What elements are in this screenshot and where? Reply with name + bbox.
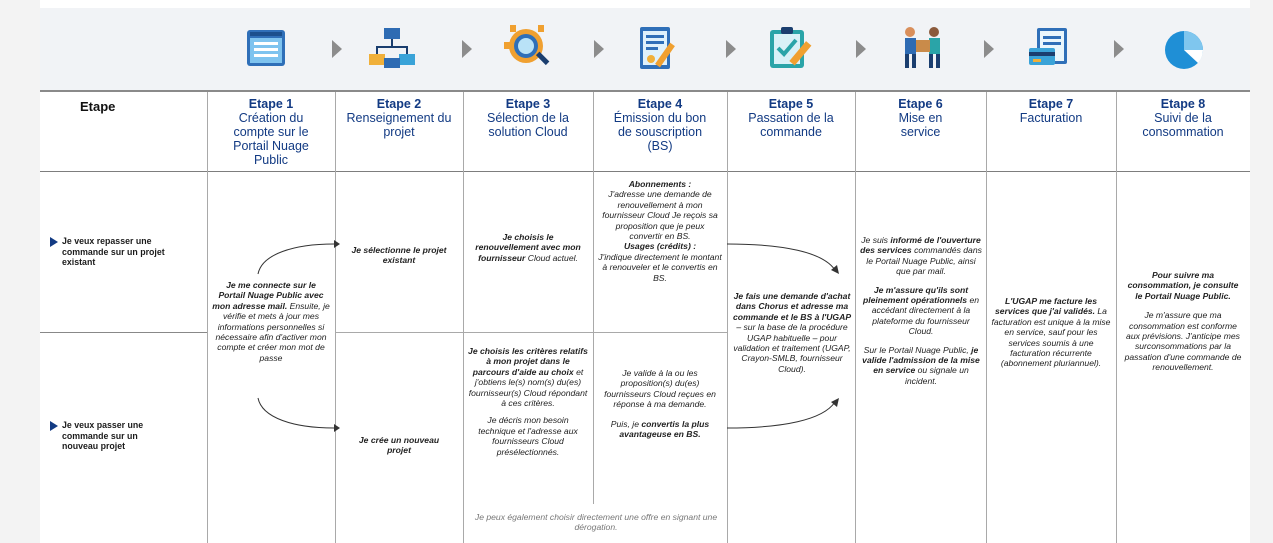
hierarchy-org-chart-icon xyxy=(369,28,415,68)
invoice-card-icon xyxy=(1029,28,1067,65)
row-bullet-icon xyxy=(50,421,58,431)
derogation-footnote: Je peux également choisir directement un… xyxy=(474,512,718,533)
browser-window-icon xyxy=(247,30,285,66)
delivery-person-icon xyxy=(905,27,940,68)
flow-connector-arrows xyxy=(726,243,839,429)
column-divider xyxy=(335,92,336,543)
step-3-header: Etape 3 Sélection de la solution Cloud xyxy=(486,97,569,139)
step-7-text: L'UGAP me facture les services que j'ai … xyxy=(991,296,1111,369)
step-6-header: Etape 6 Mise en service xyxy=(898,97,943,139)
step-2-renew-text: Je sélectionne le projet existant xyxy=(351,245,447,266)
clipboard-pen-icon xyxy=(770,27,812,68)
header-row: Etape Etape 1 Création du compte sur le … xyxy=(40,90,1250,172)
chevron-right-icon xyxy=(984,40,994,58)
column-divider xyxy=(855,92,856,543)
step-1-header: Etape 1 Création du compte sur le Portai… xyxy=(233,97,309,167)
step-5-text: Je fais une demande d'achat dans Chorus … xyxy=(732,291,852,374)
flow-connector-arrows xyxy=(257,240,340,432)
row-divider xyxy=(40,332,207,333)
chevron-right-icon xyxy=(594,40,604,58)
step-8-header: Etape 8 Suivi de la consommation xyxy=(1142,97,1224,139)
signed-document-icon xyxy=(640,27,675,69)
chevron-right-icon xyxy=(726,40,736,58)
etape-label: Etape xyxy=(80,99,116,114)
step-3-renew-text: Je choisis le renouvellement avec mon fo… xyxy=(475,232,581,263)
diagram-canvas: Etape Etape 1 Création du compte sur le … xyxy=(40,0,1250,543)
step-8-text: Pour suivre ma consommation, je consulte… xyxy=(1124,270,1242,373)
row-label-new: Je veux passer une commande sur un nouve… xyxy=(62,420,144,451)
column-divider xyxy=(986,92,987,543)
row-bullet-icon xyxy=(50,237,58,247)
step-4-new-text: Je valide à la ou les proposition(s) du(… xyxy=(604,368,716,440)
step-3-new-text: Je choisis les critères relatifs à mon p… xyxy=(468,346,588,457)
step-5-header: Etape 5 Passation de la commande xyxy=(748,97,834,139)
column-divider xyxy=(593,92,594,504)
step-6-text: Je suis informé de l'ouverture des servi… xyxy=(860,235,982,386)
icon-band xyxy=(40,8,1250,90)
step-4-renew-text: Abonnements : J'adresse une demande de r… xyxy=(598,179,722,283)
chevron-right-icon xyxy=(1114,40,1124,58)
chevron-right-icon xyxy=(462,40,472,58)
step-4-header: Etape 4 Émission du bon de souscription … xyxy=(613,97,707,153)
step-1-text: Je me connecte sur le Portail Nuage Publ… xyxy=(212,280,330,363)
column-divider xyxy=(463,92,464,543)
step-7-header: Etape 7 Facturation xyxy=(1019,97,1083,125)
row-label-renew: Je veux repasser une commande sur un pro… xyxy=(62,236,165,267)
chevron-right-icon xyxy=(856,40,866,58)
column-divider xyxy=(1116,92,1117,543)
row-divider xyxy=(335,332,727,333)
step-2-header: Etape 2 Renseignement du projet xyxy=(346,97,452,139)
step-2-new-text: Je crée un nouveau projet xyxy=(358,435,440,456)
column-divider xyxy=(207,92,208,543)
gear-magnifier-icon xyxy=(504,25,550,66)
chevron-right-icon xyxy=(332,40,342,58)
column-divider xyxy=(727,92,728,543)
pie-chart-icon xyxy=(1165,31,1204,69)
page-margin xyxy=(1250,0,1273,543)
